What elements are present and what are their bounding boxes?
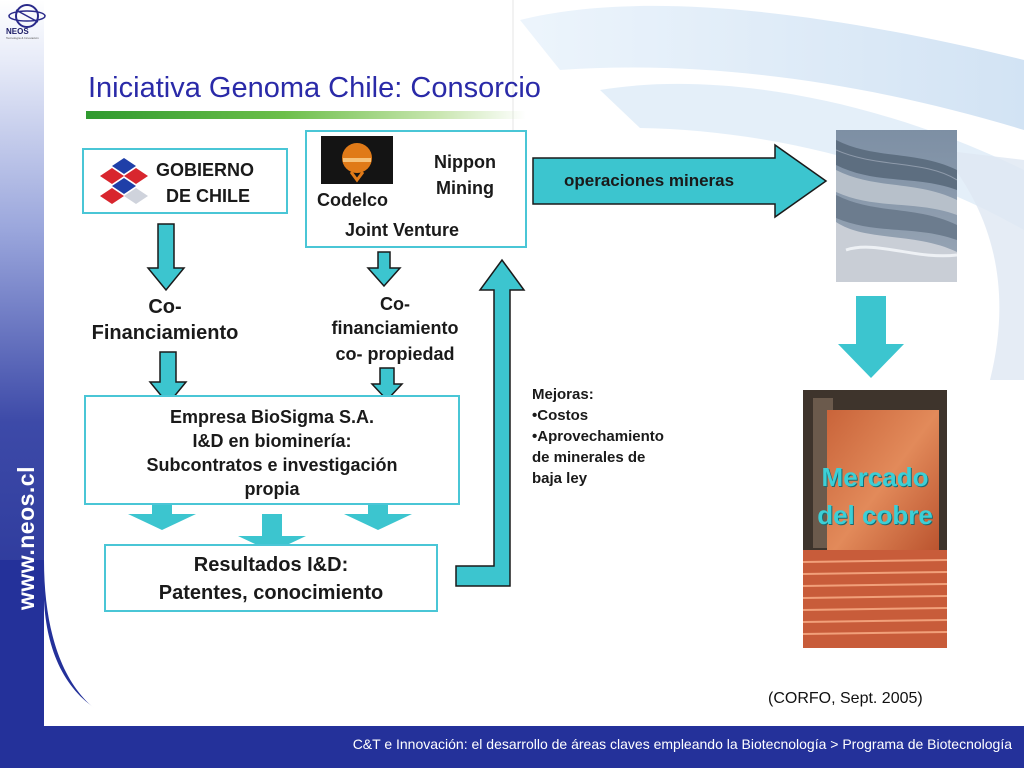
empresa-line3: Subcontratos e investigación	[146, 455, 398, 475]
resultados-line2: Patentes, conocimiento	[158, 582, 384, 604]
jv-down-arrow	[366, 251, 402, 288]
mejoras-line1: Mejoras:	[532, 386, 594, 403]
mine-photo	[836, 130, 957, 282]
chile-flag-logo-icon	[100, 158, 148, 204]
cofin-right-line1: Co-	[380, 294, 410, 314]
cofin-right-line3: co- propiedad	[335, 344, 455, 364]
mejoras-line5: baja ley	[532, 470, 588, 487]
cofin-right-line2: financiamiento	[331, 318, 459, 338]
nippon-line1: Nippon	[434, 152, 496, 172]
empresa-down-arrow-3	[344, 490, 412, 530]
codelco-logo-icon	[321, 136, 393, 184]
resultados-line1: Resultados I&D:	[193, 554, 349, 576]
cofin-left-line2: Financiamiento	[91, 322, 239, 344]
mejoras-line3: •Aprovechamiento	[532, 428, 664, 445]
title-underline	[86, 111, 526, 119]
logo-text: NEOS	[6, 27, 29, 36]
gobierno-box: GOBIERNO DE CHILE	[82, 148, 288, 214]
mine-down-arrow	[838, 296, 904, 378]
cofin-left-line1: Co-	[148, 296, 182, 318]
gobierno-line2: DE CHILE	[166, 186, 251, 206]
source-caption: (CORFO, Sept. 2005)	[768, 690, 923, 707]
empresa-down-arrow-2	[238, 514, 306, 552]
mejoras-line4: de minerales de	[532, 449, 646, 466]
empresa-box: Empresa BioSigma S.A. I&D en biominería:…	[84, 395, 460, 505]
mercado-line2: del cobre	[817, 500, 933, 530]
footer-text: C&T e Innovación: el desarrollo de áreas…	[352, 736, 1012, 752]
empresa-line4: propia	[244, 479, 300, 499]
resultados-box: Resultados I&D: Patentes, conocimiento	[104, 544, 438, 612]
logo-subtext: Tecnología & Innovación	[6, 36, 39, 40]
neos-logo: NEOS Tecnología & Innovación	[4, 2, 50, 44]
page-title: Iniciativa Genoma Chile: Consorcio	[88, 72, 541, 104]
copper-photo: Mercado del cobre	[803, 390, 947, 648]
empresa-line1: Empresa BioSigma S.A.	[169, 407, 375, 427]
joint-venture-label: Joint Venture	[345, 220, 460, 240]
mercado-line1: Mercado	[821, 462, 929, 492]
empresa-down-arrow-1	[128, 490, 196, 530]
mejoras-up-arrow	[455, 258, 526, 587]
joint-venture-box: Codelco Nippon Mining Joint Venture	[305, 130, 527, 248]
operaciones-arrow	[532, 143, 828, 219]
gobierno-line1: GOBIERNO	[156, 160, 255, 180]
mejoras-text: Mejoras: •Costos •Aprovechamiento de min…	[532, 384, 664, 489]
gobierno-down-arrow	[146, 223, 186, 292]
codelco-label: Codelco	[317, 190, 389, 210]
operaciones-label: operaciones mineras	[564, 171, 735, 190]
cofin-left-arrow	[148, 351, 188, 406]
empresa-line2: I&D en biominería:	[192, 431, 352, 451]
cofin-right-arrow	[370, 367, 404, 402]
nippon-line2: Mining	[436, 178, 494, 198]
mejoras-line2: •Costos	[532, 407, 589, 424]
globe-icon	[8, 4, 46, 28]
